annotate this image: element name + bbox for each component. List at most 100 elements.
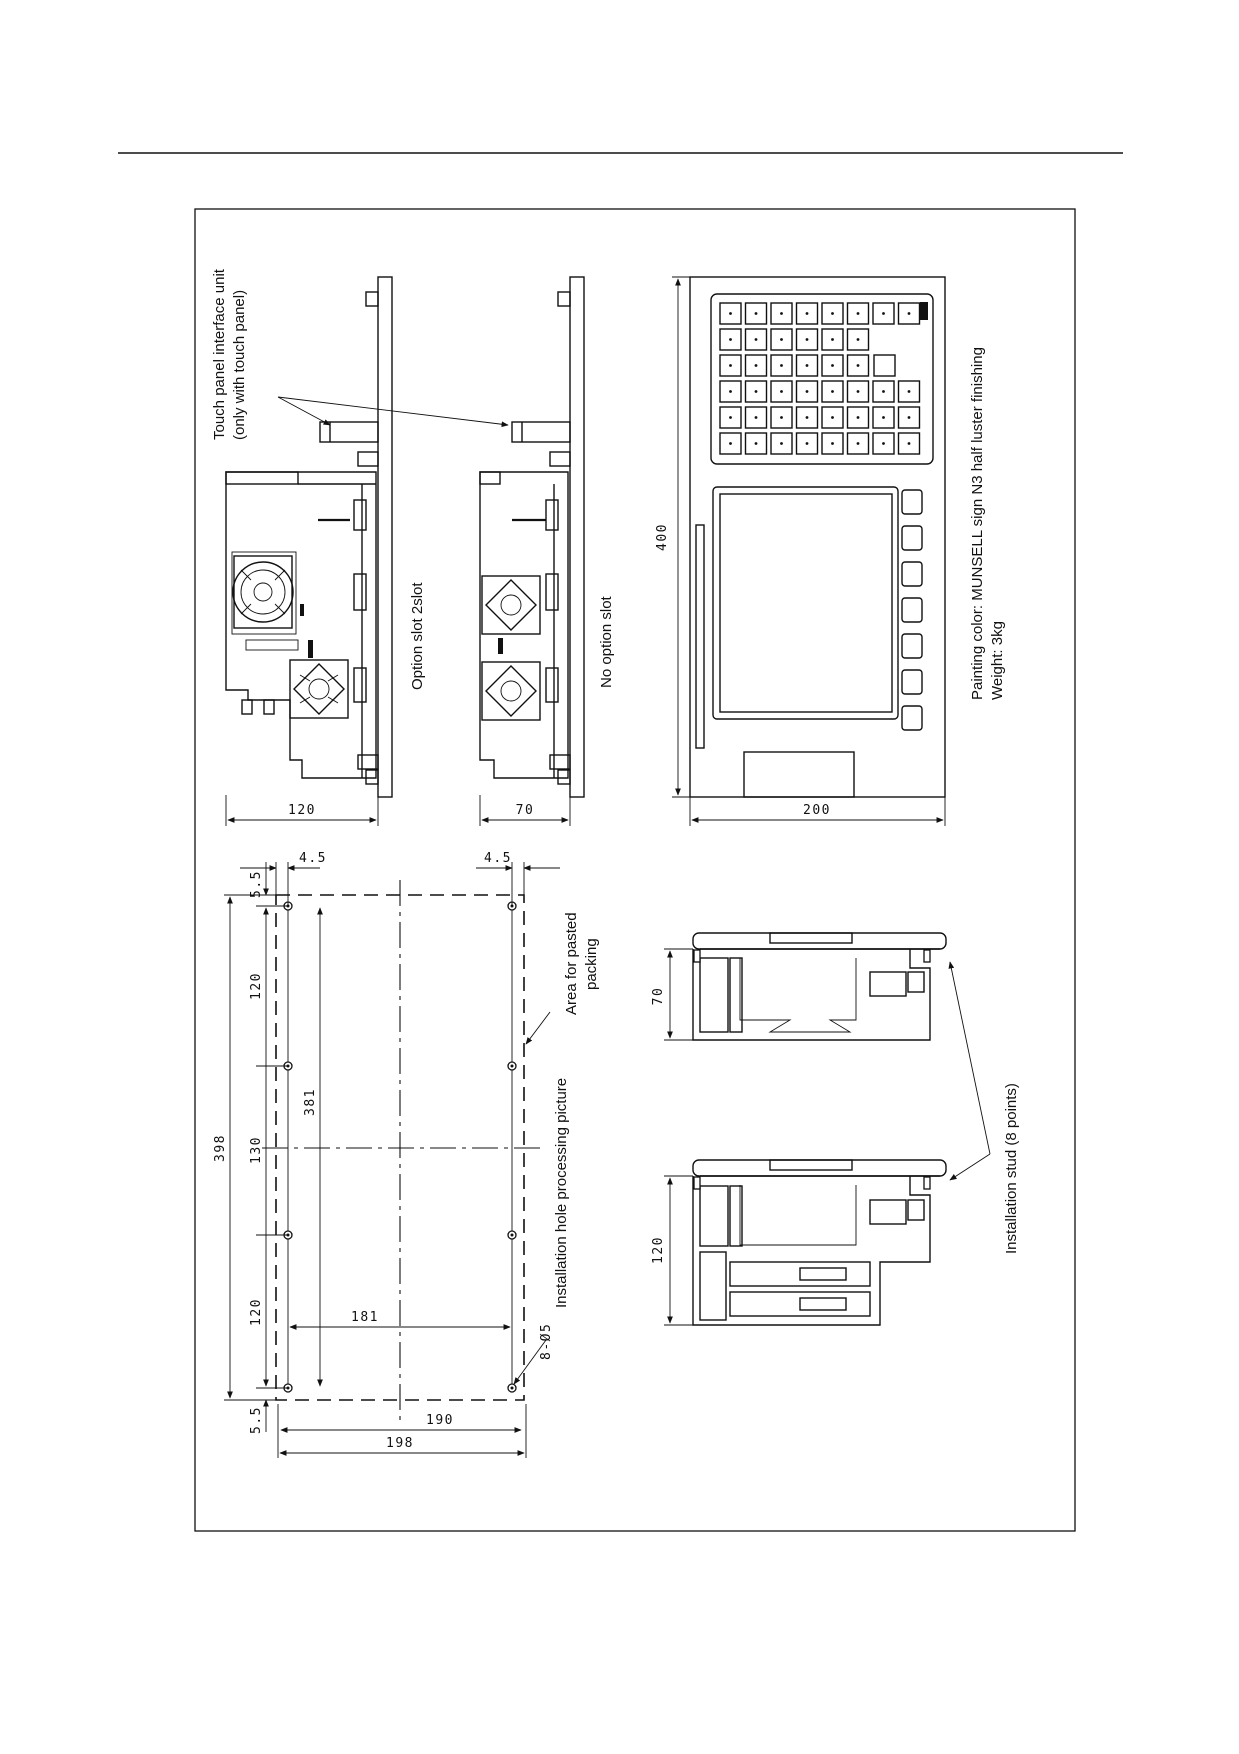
- keypad-key-dot: [805, 390, 809, 393]
- keypad-key: [846, 328, 870, 351]
- soft-key: [901, 705, 923, 731]
- keypad-key: [821, 406, 844, 429]
- keypad-key: [872, 380, 895, 403]
- touch-panel-leaders: [277, 396, 509, 428]
- keypad-key-dot: [831, 312, 834, 315]
- dim-398: 398: [213, 1134, 228, 1162]
- keypad-key: [795, 406, 819, 429]
- keypad-keys: [719, 302, 921, 455]
- hole-leaders: 8-Ø5: [513, 1011, 554, 1385]
- keypad-key-dot: [754, 312, 758, 315]
- touch-panel-label-1: Touch panel interface unit: [211, 268, 228, 440]
- keypad-key: [719, 328, 742, 351]
- dim-bottom-widths: 190 198: [277, 1404, 527, 1458]
- dim-5-5-top: 5.5: [249, 870, 264, 898]
- keypad-key: [719, 380, 742, 403]
- dim-70-top: 70: [516, 803, 535, 818]
- keypad-key-dot: [882, 312, 885, 315]
- front-view: [689, 276, 946, 798]
- keypad-key-dot: [805, 338, 809, 341]
- keypad-key-dot: [907, 442, 911, 445]
- soft-key: [901, 525, 923, 551]
- mounting-hole-center: [510, 1233, 514, 1237]
- keypad-key-dot: [780, 312, 783, 315]
- dim-70-bottom: 70: [651, 987, 666, 1006]
- keypad-key-dot: [729, 338, 732, 341]
- dim-190: 190: [426, 1413, 454, 1428]
- keypad-key-dot: [729, 390, 732, 393]
- dim-width-200: 200: [689, 797, 946, 826]
- keypad-key-dot: [856, 364, 860, 367]
- dim-depth-120: 120: [225, 795, 379, 826]
- keypad-key: [744, 380, 768, 403]
- dim-120-lower: 120: [249, 1298, 264, 1326]
- area-pasted-label-1: Area for pasted: [563, 912, 580, 1015]
- keypad-key: [821, 302, 844, 325]
- dim-bottom-70: 70: [651, 948, 693, 1041]
- keypad-key: [821, 354, 844, 377]
- area-pasted-label-2: packing: [583, 938, 600, 990]
- mounting-hole-center: [510, 1386, 514, 1390]
- soft-key: [901, 669, 923, 695]
- keypad-key: [872, 432, 895, 455]
- keypad-key-dot: [882, 442, 885, 445]
- stud-leaders: [948, 961, 991, 1181]
- keypad-key: [770, 328, 793, 351]
- side-view-option-slot: [225, 276, 393, 798]
- keypad-key-dot: [856, 338, 860, 341]
- weight-label: Weight: 3kg: [989, 621, 1006, 700]
- keypad-key-dot: [754, 442, 758, 445]
- keypad-key-dot: [907, 390, 911, 393]
- keypad-key: [821, 328, 844, 351]
- option-slot-label: Option slot 2slot: [409, 582, 426, 690]
- installation-hole-label: Installation hole processing picture: [553, 1078, 570, 1308]
- keypad-key-dot: [729, 442, 732, 445]
- keypad-key-dot: [754, 338, 758, 341]
- keypad-key-dot: [729, 312, 732, 315]
- keypad-key-dot: [907, 312, 911, 315]
- mounting-hole-center: [510, 1064, 514, 1068]
- keypad-key: [770, 354, 793, 377]
- keypad-key-dot: [754, 390, 758, 393]
- keypad-key: [821, 432, 844, 455]
- dim-cutout: 381 181: [289, 907, 511, 1387]
- keypad-key: [744, 406, 768, 429]
- dim-200: 200: [803, 803, 831, 818]
- keypad-key-dot: [831, 364, 834, 367]
- keypad-key-dot: [856, 416, 860, 419]
- side-view-no-option-slot: [479, 276, 585, 798]
- keypad-key: [795, 432, 819, 455]
- keypad-key-dot: [805, 442, 809, 445]
- no-option-slot-label: No option slot: [598, 595, 615, 688]
- dim-4-5-left: 4.5: [299, 851, 327, 866]
- keypad-key: [719, 406, 742, 429]
- keypad-key-dot: [805, 312, 809, 315]
- keypad-key: [872, 302, 895, 325]
- soft-keys: [901, 489, 923, 731]
- dim-top-offsets: 4.5 4.5: [240, 851, 560, 906]
- keypad-key-dot: [729, 416, 732, 419]
- keypad-key: [744, 432, 768, 455]
- keypad-key-dot: [805, 416, 809, 419]
- keypad-key-dot: [780, 390, 783, 393]
- keypad-key-dot: [754, 364, 758, 367]
- keypad-key-dot: [831, 390, 834, 393]
- keypad-key: [846, 380, 870, 403]
- dim-130: 130: [249, 1136, 264, 1164]
- keypad-key: [897, 302, 921, 325]
- dim-4-5-right: 4.5: [484, 851, 512, 866]
- dim-5-5-bottom: 5.5: [249, 1406, 264, 1434]
- keypad-key: [846, 302, 870, 325]
- dim-181: 181: [351, 1310, 379, 1325]
- keypad-key: [795, 380, 819, 403]
- keypad-key: [846, 354, 870, 377]
- dim-198: 198: [386, 1436, 414, 1451]
- dim-120-bottom: 120: [651, 1236, 666, 1264]
- keypad-key-dot: [882, 390, 885, 393]
- keypad-key: [897, 432, 921, 455]
- dim-bottom-120: 120: [651, 1175, 693, 1326]
- keypad-key: [770, 406, 793, 429]
- keypad-key: [795, 354, 819, 377]
- drawing-frame: [194, 208, 1076, 1532]
- installation-stud-label: Installation stud (8 points): [1003, 1083, 1020, 1254]
